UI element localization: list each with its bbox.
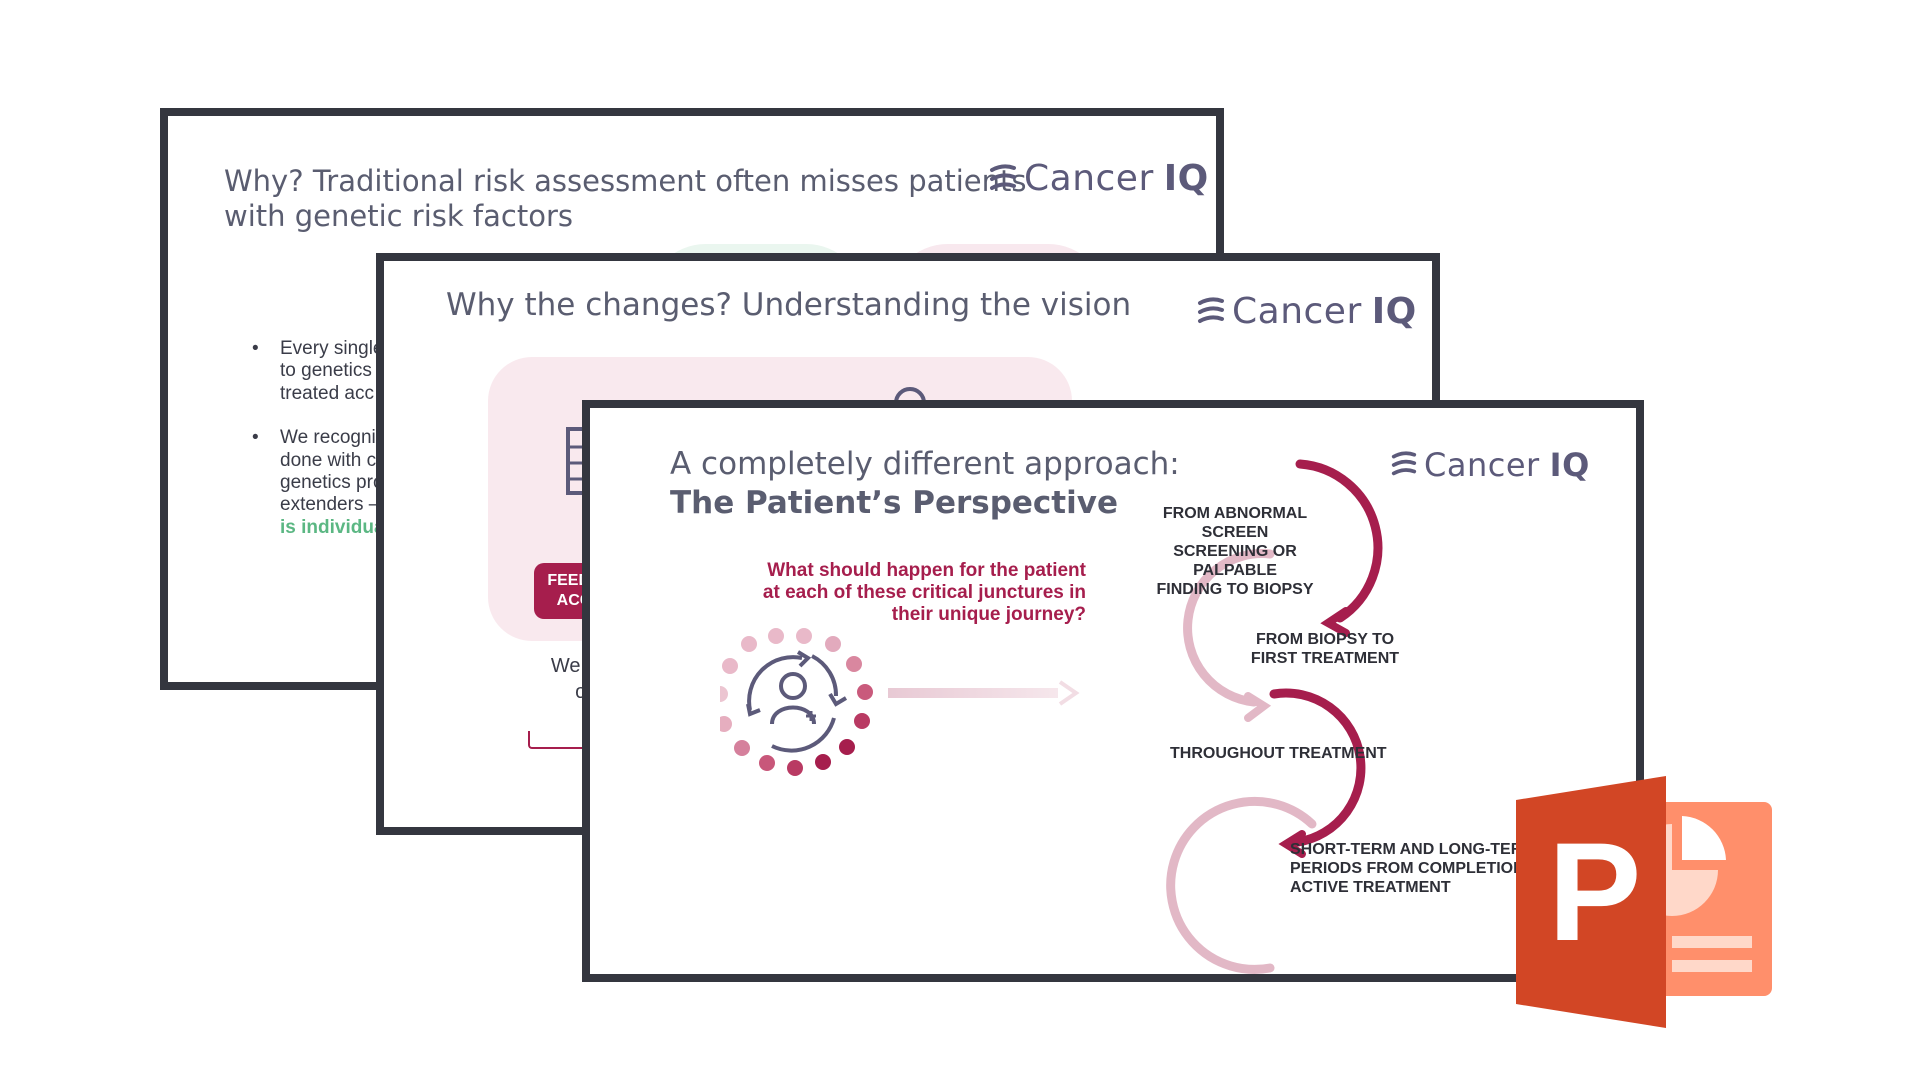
bullet-dot: • — [252, 338, 259, 359]
logo-word: Cancer — [1424, 446, 1540, 484]
step-line: FROM BIOPSY TO — [1255, 631, 1395, 648]
journey-arcs — [1166, 459, 1383, 974]
cycle-arrows-icon — [746, 650, 848, 753]
step-line: FINDING TO BIOPSY — [1156, 581, 1314, 598]
step-line: SHORT-TERM AND LONG-TERM — [1290, 841, 1536, 858]
bullet-line: We recogniz — [280, 427, 386, 449]
bullet-line: Every single — [280, 338, 384, 359]
step-line: ACTIVE TREATMENT — [1290, 879, 1451, 896]
step-2-label: FROM BIOPSY TO FIRST TREATMENT — [1250, 630, 1400, 668]
step-3-label: THROUGHOUT TREATMENT — [1170, 744, 1387, 763]
slide-2-bracket — [528, 731, 610, 749]
powerpoint-icon: P — [1516, 776, 1772, 1028]
step-line: THROUGHOUT TREATMENT — [1170, 745, 1387, 762]
patient-icon — [770, 672, 816, 725]
question-line: at each of these critical junctures in — [762, 582, 1086, 603]
logo-bold: IQ — [1549, 446, 1590, 484]
bullet-line: to genetics — [280, 360, 372, 382]
patient-question: What should happen for the patient at ea… — [710, 560, 1086, 626]
slide-1-title-line-1: Why? Traditional risk assessment often m… — [224, 164, 1027, 198]
bullet-dot: • — [252, 427, 259, 449]
bullet-item: • Every single to genetics treated acc — [252, 338, 385, 405]
powerpoint-logo-icon — [1516, 776, 1772, 1028]
slide-1-title-line-2: with genetic risk factors — [224, 198, 573, 233]
question-line: What should happen for the patient — [767, 560, 1086, 581]
logo-bold: IQ — [1163, 158, 1209, 199]
dot-ring — [720, 628, 873, 776]
patient-cycle-graphic — [720, 628, 1080, 776]
bullet-line: done with c — [280, 449, 377, 471]
cancer-iq-logo-mark-icon — [1198, 296, 1224, 323]
logo-word: Cancer — [1024, 158, 1154, 199]
slide-3-title-line-2: The Patient’s Perspective — [670, 485, 1118, 522]
step-line: SCREENING OR PALPABLE — [1173, 543, 1297, 579]
slide-1-title: Why? Traditional risk assessment often m… — [224, 164, 1027, 234]
step-line: FIRST TREATMENT — [1250, 650, 1400, 667]
slide-2-title: Why the changes? Understanding the visio… — [446, 287, 1132, 323]
bullet-line: genetics pro — [280, 472, 384, 494]
bullet-highlight: is individua — [280, 516, 385, 538]
logo-word: Cancer — [1232, 291, 1362, 332]
bullet-line: treated acc — [280, 382, 374, 404]
step-line: FROM ABNORMAL SCREEN — [1162, 505, 1308, 541]
flow-arrow-head — [1058, 680, 1080, 706]
slide-3-title-line-1: A completely different approach: — [670, 446, 1180, 482]
step-1-label: FROM ABNORMAL SCREEN SCREENING OR PALPAB… — [1130, 504, 1340, 599]
slide-3-patient-perspective: A completely different approach: The Pat… — [582, 400, 1644, 982]
slide-3-title: A completely different approach: The Pat… — [670, 446, 1180, 522]
powerpoint-letter: P — [1548, 813, 1642, 970]
bullet-item: • We recogniz done with c genetics pro e… — [252, 427, 385, 539]
bullet-line: extenders – — [280, 494, 380, 516]
logo-bold: IQ — [1371, 291, 1417, 332]
step-4-label: SHORT-TERM AND LONG-TERM PERIODS FROM CO… — [1290, 840, 1551, 897]
cancer-iq-logo-mark-icon — [1391, 451, 1417, 476]
cancer-iq-logo-mark-icon — [990, 163, 1016, 190]
question-line: their unique journey? — [891, 604, 1086, 625]
flow-arrow — [888, 688, 1058, 698]
step-line: PERIODS FROM COMPLETION OF — [1290, 860, 1552, 877]
slide-1-bullets: • Every single to genetics treated acc •… — [252, 338, 385, 561]
